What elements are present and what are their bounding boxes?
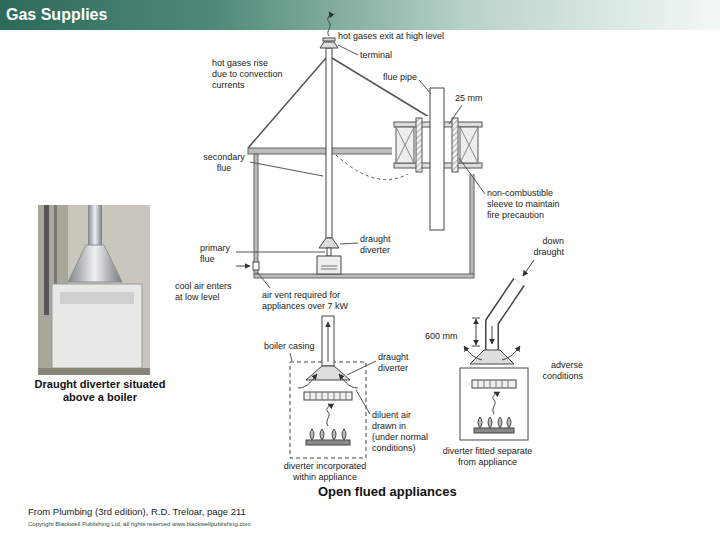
house-section xyxy=(236,12,480,288)
callout-label: adverse conditions xyxy=(533,360,583,382)
note: air vent required for appliances over 7 … xyxy=(262,290,352,312)
part-label: draught diverter xyxy=(360,234,405,256)
part-label: boiler casing xyxy=(264,341,315,352)
part-label: primary flue xyxy=(200,243,240,265)
part-label: draught diverter xyxy=(378,352,423,374)
callout-label: diluent air drawn in (under normal condi… xyxy=(372,410,431,454)
figure-caption: Open flued appliances xyxy=(318,484,457,499)
boiler-photo xyxy=(38,205,150,375)
dimension: 600 mm xyxy=(425,331,458,342)
boiler-with-separate-diverter xyxy=(460,260,534,440)
part-label: flue pipe xyxy=(383,72,417,83)
boiler-with-integral-diverter xyxy=(290,316,376,458)
callout-label: hot gases rise due to convection current… xyxy=(212,58,284,91)
source-credit: From Plumbing (3rd edition), R.D. Treloa… xyxy=(28,506,246,518)
title-banner: Gas Supplies xyxy=(0,0,720,30)
copyright-note: Copyright Blackwell Publishing Ltd, all … xyxy=(28,520,251,528)
sub-caption: diverter incorporated within appliance xyxy=(280,461,370,483)
callout-label: cool air enters at low level xyxy=(175,281,235,303)
part-label: terminal xyxy=(360,50,392,61)
part-label: non-combustible sleeve to maintain fire … xyxy=(487,188,565,221)
photo-caption: Draught diverter situated above a boiler xyxy=(30,378,170,404)
page-title: Gas Supplies xyxy=(6,6,107,24)
callout-label: down draught xyxy=(520,236,564,258)
dimension: 25 mm xyxy=(455,93,483,104)
callout-label: hot gases exit at high level xyxy=(338,31,444,42)
sleeve-detail xyxy=(392,80,485,230)
part-label: secondary flue xyxy=(200,152,248,174)
sub-caption: diverter fitted separate from appliance xyxy=(440,446,535,468)
